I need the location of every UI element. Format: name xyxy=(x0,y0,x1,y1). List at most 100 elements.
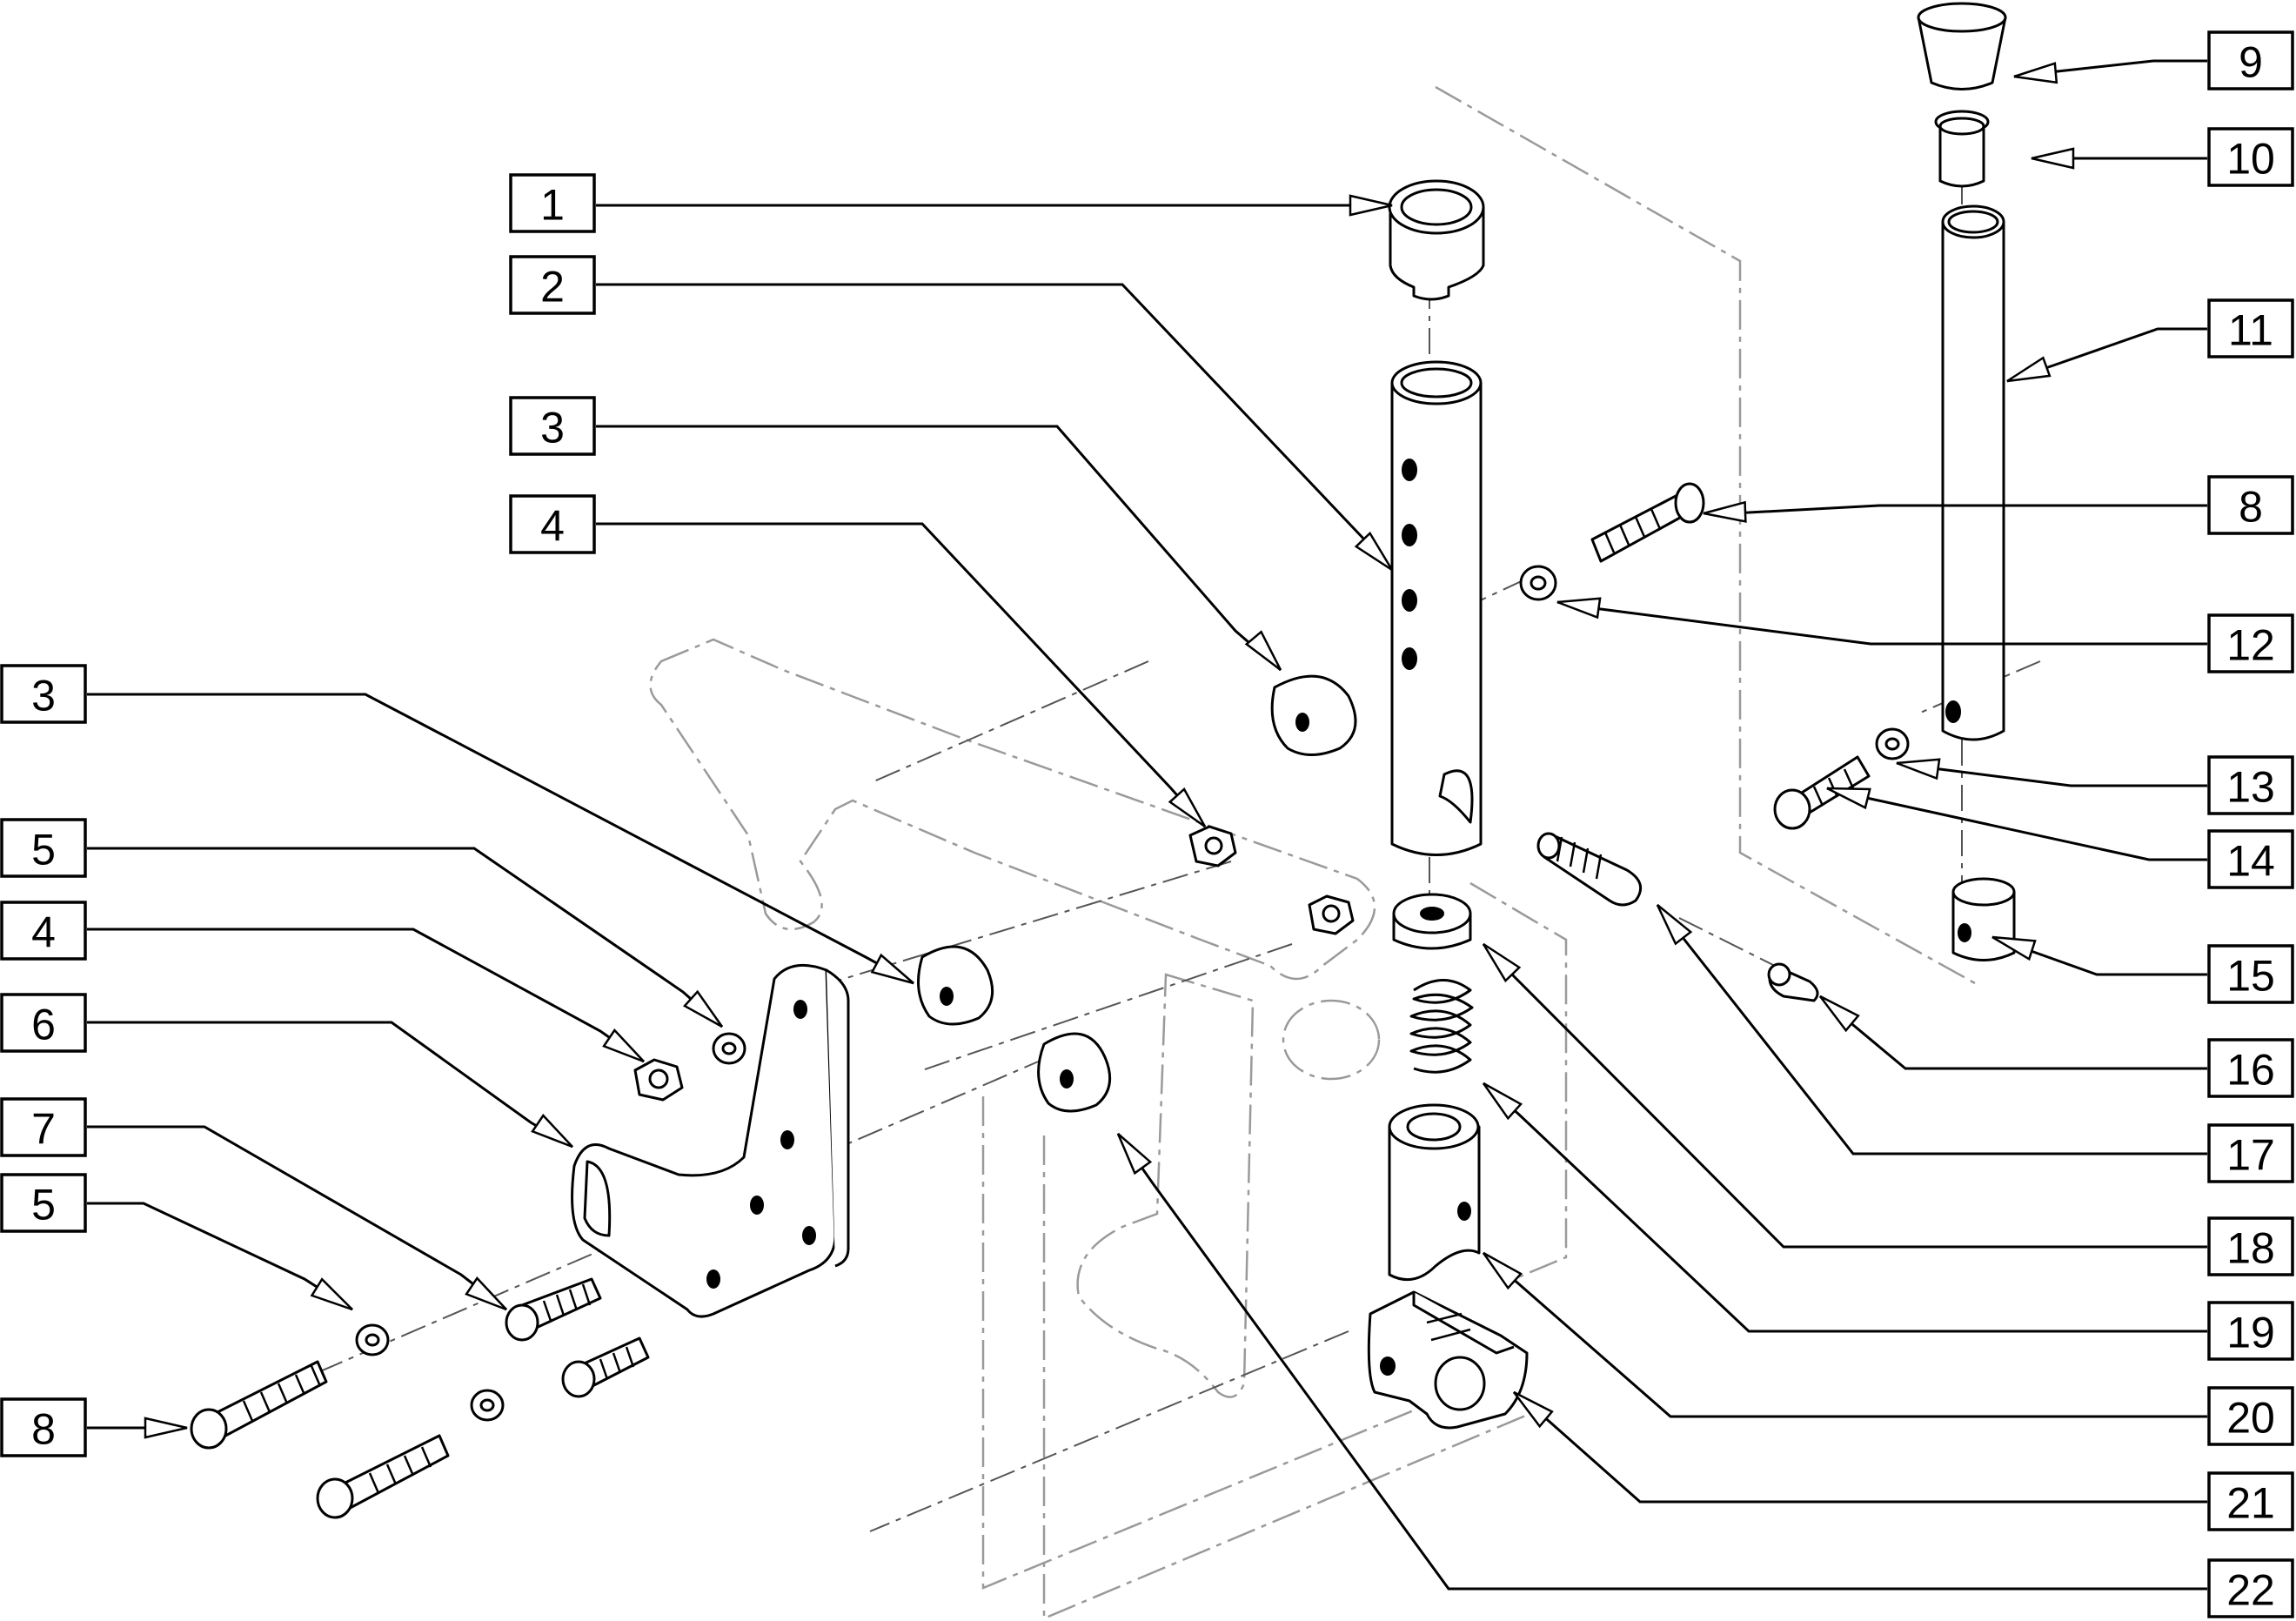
callout-box-21 xyxy=(2207,1471,2294,1531)
callout-box-14 xyxy=(2207,829,2294,889)
part-rubber-tip xyxy=(1917,2,2007,90)
callout-box-1 xyxy=(509,173,596,233)
callout-arrow-8 xyxy=(144,1417,188,1439)
callout-arrow-19 xyxy=(1482,1082,1523,1121)
callout-leader-4 xyxy=(87,928,645,1063)
callout-arrow-5 xyxy=(310,1277,353,1311)
callout-label-10: 10 xyxy=(2226,135,2275,184)
part-washer-upper xyxy=(712,1032,746,1065)
part-bracket-plate xyxy=(571,963,850,1318)
part-base-clamp xyxy=(1367,1290,1529,1430)
callout-label-12: 12 xyxy=(2226,621,2275,670)
part-threaded-pin xyxy=(1536,832,1643,907)
callout-box-3 xyxy=(0,664,87,724)
callout-box-4 xyxy=(509,494,596,554)
callout-label-8: 8 xyxy=(2239,483,2263,532)
callout-label-9: 9 xyxy=(2239,38,2263,87)
callout-arrow-4 xyxy=(602,1028,645,1063)
callout-arrow-5 xyxy=(682,989,724,1028)
callout-label-3: 3 xyxy=(31,672,56,720)
part-main-tube xyxy=(1390,360,1483,856)
callout-box-5 xyxy=(0,818,87,878)
phantom-frame xyxy=(649,85,1976,1620)
callout-label-6: 6 xyxy=(31,1001,56,1049)
part-long-screw-left xyxy=(190,1360,328,1450)
callout-leader-7 xyxy=(87,1125,507,1311)
part-cap xyxy=(1388,179,1485,301)
callout-arrow-7 xyxy=(465,1276,507,1311)
callout-leader-6 xyxy=(87,1021,573,1149)
callout-leader-22 xyxy=(1116,1133,2207,1591)
callout-label-14: 14 xyxy=(2226,837,2275,886)
callout-arrow-10 xyxy=(2031,147,2075,170)
callout-label-7: 7 xyxy=(31,1105,56,1154)
callout-box-7 xyxy=(0,1097,87,1157)
callout-label-11: 11 xyxy=(2228,306,2273,355)
callout-leader-13 xyxy=(1896,761,2207,787)
part-cam-block-upper xyxy=(1270,674,1357,756)
callout-box-18 xyxy=(2207,1216,2294,1276)
callout-label-2: 2 xyxy=(540,263,565,311)
part-nut-lower xyxy=(633,1058,684,1102)
part-spacer xyxy=(1392,893,1472,950)
centerlines xyxy=(191,187,2041,1532)
callout-label-21: 21 xyxy=(2226,1479,2275,1528)
part-inner-tube xyxy=(1941,204,2005,741)
callout-arrow-11 xyxy=(2006,356,2052,383)
callout-arrow-15 xyxy=(1991,935,2037,961)
callout-arrow-8 xyxy=(1703,500,1747,523)
part-short-screw-lower xyxy=(561,1336,650,1398)
callout-arrow-2 xyxy=(1354,531,1394,572)
callout-label-8: 8 xyxy=(31,1405,56,1454)
callout-leader-21 xyxy=(1513,1390,2207,1504)
callout-box-17 xyxy=(2207,1123,2294,1183)
callout-label-16: 16 xyxy=(2226,1046,2275,1095)
callout-leader-18 xyxy=(1482,942,2207,1249)
callout-box-8 xyxy=(2207,475,2294,535)
callout-leader-14 xyxy=(1826,787,2207,861)
callout-arrow-12 xyxy=(1556,597,1602,620)
callout-label-4: 4 xyxy=(31,908,56,957)
callout-leader-12 xyxy=(1556,600,2207,646)
callout-leader-17 xyxy=(1656,904,2207,1155)
callout-leader-3 xyxy=(596,425,1282,672)
callout-arrow-14 xyxy=(1826,787,1871,810)
callout-box-2 xyxy=(509,255,596,315)
callout-arrow-9 xyxy=(2013,62,2058,84)
callout-arrow-18 xyxy=(1482,942,1522,983)
callout-arrow-4 xyxy=(1168,787,1207,828)
part-washer-right xyxy=(1519,565,1557,601)
callout-label-22: 22 xyxy=(2226,1566,2275,1615)
part-washer-right-small xyxy=(1875,727,1910,760)
callout-box-6 xyxy=(0,993,87,1053)
part-nut-upper xyxy=(1188,825,1237,867)
callout-label-5: 5 xyxy=(31,826,56,874)
callout-box-15 xyxy=(2207,944,2294,1004)
callout-arrow-6 xyxy=(531,1114,573,1149)
part-small-pin xyxy=(1767,962,1819,1002)
callout-box-19 xyxy=(2207,1301,2294,1361)
callout-leader-20 xyxy=(1483,1251,2207,1418)
callout-box-11 xyxy=(2207,298,2294,358)
callout-box-3 xyxy=(509,396,596,456)
callout-arrow-3 xyxy=(870,953,914,985)
part-short-screw-upper xyxy=(505,1277,602,1342)
callout-label-20: 20 xyxy=(2226,1394,2275,1443)
callout-arrow-3 xyxy=(1244,630,1282,671)
callout-label-5: 5 xyxy=(31,1181,56,1229)
callout-label-3: 3 xyxy=(540,404,565,452)
callout-box-4 xyxy=(0,901,87,961)
callout-box-9 xyxy=(2207,30,2294,90)
callout-arrow-22 xyxy=(1116,1133,1153,1176)
part-small-bushing xyxy=(1934,110,1990,188)
callout-leader-19 xyxy=(1483,1082,2207,1333)
callout-box-16 xyxy=(2207,1038,2294,1098)
part-nut-middle xyxy=(1308,894,1355,935)
callout-label-15: 15 xyxy=(2226,952,2275,1001)
part-lower-bushing xyxy=(1388,1103,1481,1282)
callout-box-22 xyxy=(2207,1558,2294,1618)
callout-label-4: 4 xyxy=(540,502,565,551)
callout-leader-3 xyxy=(87,693,914,985)
